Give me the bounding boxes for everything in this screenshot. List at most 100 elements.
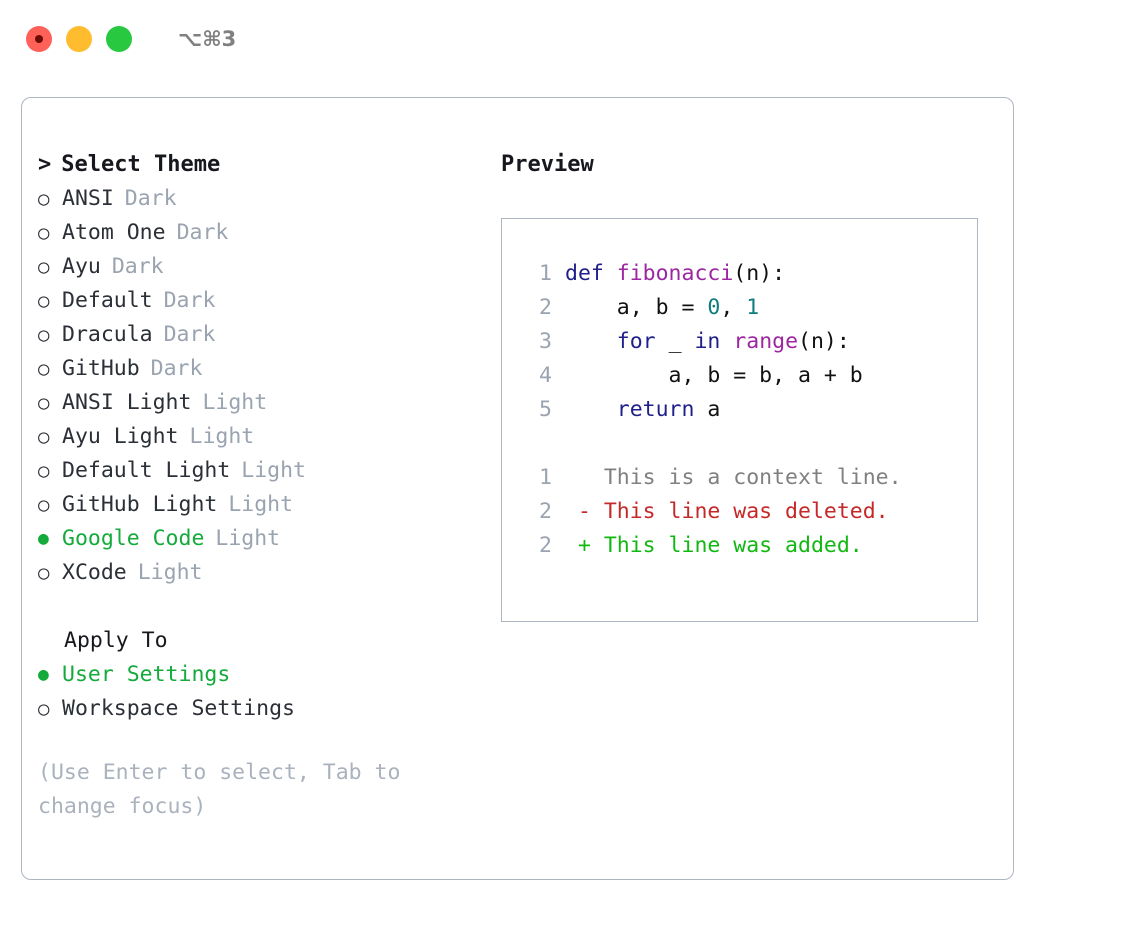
theme-name: ANSI Light — [62, 390, 192, 415]
line-content: This is a context line. — [565, 461, 902, 495]
maximize-window-button[interactable] — [106, 26, 132, 52]
code-token-pl: (n): — [798, 329, 850, 354]
code-token-kw: return — [616, 397, 695, 422]
theme-list-item[interactable]: ○ ANSI Light Light — [38, 386, 483, 420]
diff-line: 2 + This line was added. — [518, 529, 977, 563]
theme-name: Default Light — [62, 458, 231, 483]
radio-unselected-icon: ○ — [38, 494, 50, 516]
radio-unselected-icon: ○ — [38, 392, 50, 414]
preview-title: Preview — [501, 152, 594, 177]
line-content: - This line was deleted. — [565, 495, 889, 529]
theme-name: Google Code — [62, 526, 205, 551]
radio-unselected-icon: ○ — [38, 188, 50, 210]
line-number: 4 — [539, 363, 552, 388]
theme-name: XCode — [62, 560, 127, 585]
code-token-num: 1 — [746, 295, 760, 320]
theme-variant-badge: Light — [228, 492, 294, 517]
code-line: 2 a, b = 0, 1 — [518, 291, 977, 325]
radio-selected-icon: ● — [38, 664, 49, 685]
line-number: 1 — [539, 465, 552, 490]
line-content: a, b = b, a + b — [565, 359, 863, 393]
window-titlebar: ⌥⌘3 — [0, 0, 1140, 78]
theme-list-item[interactable]: ○ Atom One Dark — [38, 216, 483, 250]
code-token-pl: (n): — [733, 261, 786, 286]
theme-list-item[interactable]: ○ Default Dark — [38, 284, 483, 318]
apply-to-item[interactable]: ○ Workspace Settings — [38, 692, 483, 726]
theme-variant-badge: Light — [202, 390, 268, 415]
code-line: 4 a, b = b, a + b — [518, 359, 977, 393]
code-token-pl: a — [694, 397, 721, 422]
theme-name: Atom One — [62, 220, 166, 245]
code-token-fn: range — [733, 329, 799, 354]
code-token-pl: a, b = — [565, 295, 708, 320]
line-number: 2 — [539, 533, 552, 558]
code-token-num: 0 — [707, 295, 721, 320]
theme-name: ANSI — [62, 186, 114, 211]
code-token-pl — [720, 329, 733, 354]
code-token-add: + This line was added. — [565, 533, 863, 558]
diff-line: 2 - This line was deleted. — [518, 495, 977, 529]
theme-variant-badge: Light — [137, 560, 203, 585]
minimize-window-button[interactable] — [66, 26, 92, 52]
apply-to-item[interactable]: ●User Settings — [38, 658, 483, 692]
code-token-pl — [565, 397, 617, 422]
line-content: for _ in range(n): — [565, 325, 850, 359]
radio-unselected-icon: ○ — [38, 358, 50, 380]
theme-list-heading: > Select Theme — [38, 148, 483, 182]
line-number: 3 — [539, 329, 552, 354]
theme-list-item[interactable]: ○ Dracula Dark — [38, 318, 483, 352]
theme-variant-badge: Dark — [176, 220, 229, 245]
theme-name: Ayu Light — [62, 424, 179, 449]
traffic-light-group — [26, 26, 132, 52]
theme-variant-badge: Dark — [163, 322, 216, 347]
line-content: a, b = 0, 1 — [565, 291, 759, 325]
radio-unselected-icon: ○ — [38, 222, 50, 244]
theme-list-item[interactable]: ○ Ayu Light Light — [38, 420, 483, 454]
code-token-kw: def — [565, 261, 617, 286]
radio-unselected-icon: ○ — [38, 324, 50, 346]
radio-unselected-icon: ○ — [38, 426, 50, 448]
diff-sample: 1 This is a context line. 2 - This line w… — [518, 461, 977, 563]
radio-unselected-icon: ○ — [38, 460, 50, 482]
apply-to-list: ●User Settings ○ Workspace Settings — [38, 658, 483, 726]
theme-variant-badge: Light — [215, 526, 281, 551]
apply-to-label: Workspace Settings — [62, 696, 295, 721]
theme-variant-badge: Light — [189, 424, 255, 449]
theme-list-heading-label: Select Theme — [61, 152, 221, 177]
theme-list-item[interactable]: ○ GitHub Light Light — [38, 488, 483, 522]
line-content: return a — [565, 393, 721, 427]
code-token-kw: for — [616, 329, 656, 354]
apply-to-heading-label: Apply To — [64, 628, 168, 653]
theme-name: Dracula — [62, 322, 153, 347]
code-diff-gap — [518, 427, 977, 461]
code-line: 3 for _ in range(n): — [518, 325, 977, 359]
radio-unselected-icon: ○ — [38, 256, 50, 278]
close-window-button[interactable] — [26, 26, 52, 52]
code-line: 5 return a — [518, 393, 977, 427]
line-content: def fibonacci(n): — [565, 257, 785, 291]
radio-unselected-icon: ○ — [38, 290, 50, 312]
radio-unselected-icon: ○ — [38, 698, 50, 720]
code-token-kw: in — [694, 329, 721, 354]
caret-icon: > — [38, 152, 52, 177]
theme-name: GitHub Light — [62, 492, 218, 517]
code-token-ctx: This is a context line. — [565, 465, 902, 490]
window-title: ⌥⌘3 — [178, 26, 237, 51]
line-content: + This line was added. — [565, 529, 863, 563]
theme-name: Default — [62, 288, 153, 313]
code-token-pl — [565, 329, 617, 354]
theme-variant-badge: Dark — [163, 288, 216, 313]
theme-variant-badge: Dark — [150, 356, 203, 381]
